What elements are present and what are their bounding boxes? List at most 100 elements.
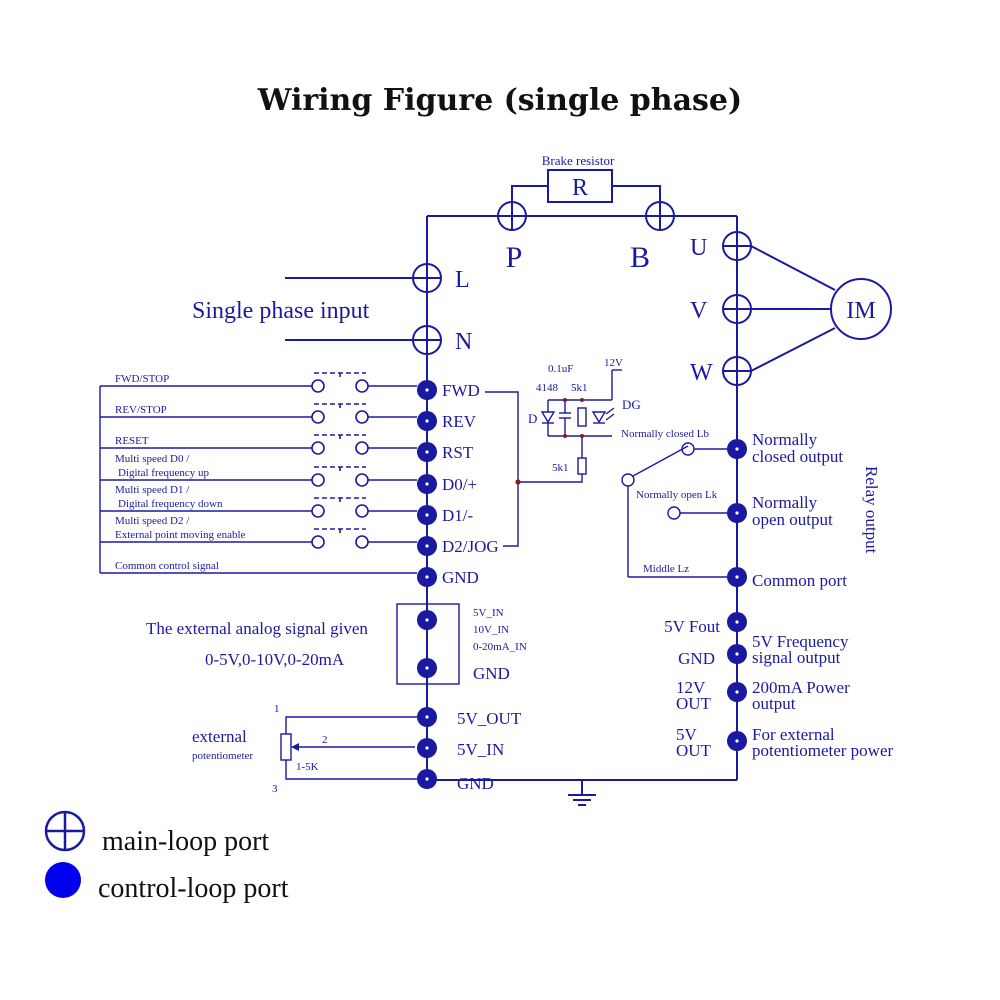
opto-r2-label: 5k1 bbox=[552, 462, 569, 474]
pot-pin1-label: 1 bbox=[274, 703, 280, 715]
single-phase-input-label: Single phase input bbox=[192, 298, 370, 324]
terminal-label: RST bbox=[442, 443, 474, 462]
power-5v-terminal bbox=[727, 731, 747, 751]
analog-in1-label: 5V_IN bbox=[473, 607, 504, 619]
fout-label: 5V Fout bbox=[664, 617, 720, 636]
control-terminals: FWD REV RST D0/+ D1/- D2/JOG GND bbox=[417, 380, 519, 587]
motor: U V W IM bbox=[690, 231, 892, 386]
terminal-d2 bbox=[417, 536, 437, 556]
diagram-title: Wiring Figure (single phase) bbox=[257, 83, 742, 118]
v5-label-line1: 5V bbox=[676, 725, 698, 744]
analog-range-label: 0-5V,0-10V,0-20mA bbox=[205, 650, 345, 669]
port-p-symbol bbox=[497, 201, 527, 231]
port-n-symbol bbox=[412, 325, 442, 355]
power-label-line1: 200mA Power bbox=[752, 678, 850, 697]
relay-output-vertical-label: Relay output bbox=[862, 466, 881, 554]
power-label-line2: output bbox=[752, 694, 796, 713]
port-u-symbol bbox=[722, 231, 752, 261]
pot-label-line2: potentiometer bbox=[192, 750, 253, 762]
relay-nc-lb-label: Normally closed Lb bbox=[621, 428, 709, 440]
v12-label-line1: 12V bbox=[676, 678, 706, 697]
port-p-label: P bbox=[506, 241, 523, 274]
v12-label-line2: OUT bbox=[676, 694, 712, 713]
switch-label: Digital frequency up bbox=[118, 467, 210, 479]
terminal-rev bbox=[417, 411, 437, 431]
legend-control-loop-label: control-loop port bbox=[98, 873, 289, 904]
switch-label: Digital frequency down bbox=[118, 498, 223, 510]
relay-no-out-line2: open output bbox=[752, 510, 833, 529]
terminal-label: REV bbox=[442, 412, 477, 431]
single-phase-input: L N Single phase input bbox=[192, 263, 472, 355]
freq-gnd-terminal bbox=[727, 644, 747, 664]
freq-out-terminal bbox=[727, 612, 747, 632]
pot-label-line1: external bbox=[192, 727, 247, 746]
terminal-label: D0/+ bbox=[442, 475, 477, 494]
power-12v-terminal bbox=[727, 682, 747, 702]
analog-signal-label: The external analog signal given bbox=[146, 619, 368, 638]
pot-pin3-label: 3 bbox=[272, 783, 278, 795]
freq-label-line1: 5V Frequency bbox=[752, 632, 849, 651]
v5-label-line2: OUT bbox=[676, 741, 712, 760]
switch-label: Multi speed D0 / bbox=[115, 453, 190, 465]
terminal-d0 bbox=[417, 474, 437, 494]
port-w-label: W bbox=[690, 360, 713, 386]
switch-label: External point moving enable bbox=[115, 529, 246, 541]
freq-label-line2: signal output bbox=[752, 648, 841, 667]
terminal-label: D1/- bbox=[442, 506, 474, 525]
right-gnd-label: GND bbox=[678, 649, 715, 668]
opto-d-label: D bbox=[528, 411, 537, 426]
relay-middle-label: Middle Lz bbox=[643, 563, 689, 575]
terminal-gnd bbox=[417, 567, 437, 587]
switch-reset bbox=[311, 434, 369, 455]
legend: main-loop port control-loop port bbox=[44, 810, 289, 904]
relay-output: Normally closed Lb Normally open Lk Midd… bbox=[621, 428, 881, 590]
switch-label: Multi speed D2 / bbox=[115, 515, 190, 527]
relay-common-terminal bbox=[727, 567, 747, 587]
control-loop-port-icon bbox=[45, 862, 81, 898]
analog-gnd-terminal bbox=[417, 658, 437, 678]
relay-nc-terminal bbox=[727, 439, 747, 459]
resistor-r-label: R bbox=[572, 175, 588, 201]
ext-label-line1: For external bbox=[752, 725, 835, 744]
analog-input: 5V_IN 10V_IN 0-20mA_IN GND The external … bbox=[146, 603, 527, 685]
terminal-label: FWD bbox=[442, 381, 480, 400]
port-n-label: N bbox=[455, 329, 472, 355]
relay-nc-out-line1: Normally bbox=[752, 430, 818, 449]
switch-d0 bbox=[311, 466, 369, 487]
port-v-symbol bbox=[722, 294, 752, 324]
terminal-d1 bbox=[417, 505, 437, 525]
opto-dg-label: DG bbox=[622, 397, 641, 412]
legend-main-loop-label: main-loop port bbox=[102, 826, 269, 857]
relay-no-terminal bbox=[727, 503, 747, 523]
terminal-label: GND bbox=[442, 568, 479, 587]
relay-no-lk-label: Normally open Lk bbox=[636, 489, 718, 501]
port-b-symbol bbox=[645, 201, 675, 231]
relay-nc-out-line2: closed output bbox=[752, 447, 843, 466]
pot-5v-in-label: 5V_IN bbox=[457, 740, 504, 759]
terminal-rst bbox=[417, 442, 437, 462]
switch-label: Common control signal bbox=[115, 560, 219, 572]
terminal-label: D2/JOG bbox=[442, 537, 499, 556]
analog-in-terminal bbox=[417, 610, 437, 630]
switch-rev-stop bbox=[311, 403, 369, 424]
pot-gnd-terminal bbox=[417, 769, 437, 789]
pot-pin2-label: 2 bbox=[322, 734, 328, 746]
analog-gnd-label: GND bbox=[473, 664, 510, 683]
switch-label: FWD/STOP bbox=[115, 373, 169, 385]
port-l-label: L bbox=[455, 267, 470, 293]
opto-12v-label: 12V bbox=[604, 357, 623, 369]
analog-in2-label: 10V_IN bbox=[473, 624, 509, 636]
pot-gnd-label: GND bbox=[457, 774, 494, 793]
right-outputs: 5V Fout 5V Frequency signal output GND 1… bbox=[664, 612, 893, 760]
terminal-fwd bbox=[417, 380, 437, 400]
pot-5v-out-terminal bbox=[417, 707, 437, 727]
ext-label-line2: potentiometer power bbox=[752, 741, 893, 760]
opto-diode-label: 4148 bbox=[536, 382, 559, 394]
switch-label: Multi speed D1 / bbox=[115, 484, 190, 496]
port-b-label: B bbox=[630, 241, 650, 274]
pot-5v-in-terminal bbox=[417, 738, 437, 758]
opto-r1-label: 5k1 bbox=[571, 382, 588, 394]
switch-d1 bbox=[311, 497, 369, 518]
analog-in3-label: 0-20mA_IN bbox=[473, 641, 527, 653]
opto-cap-label: 0.1uF bbox=[548, 363, 573, 375]
